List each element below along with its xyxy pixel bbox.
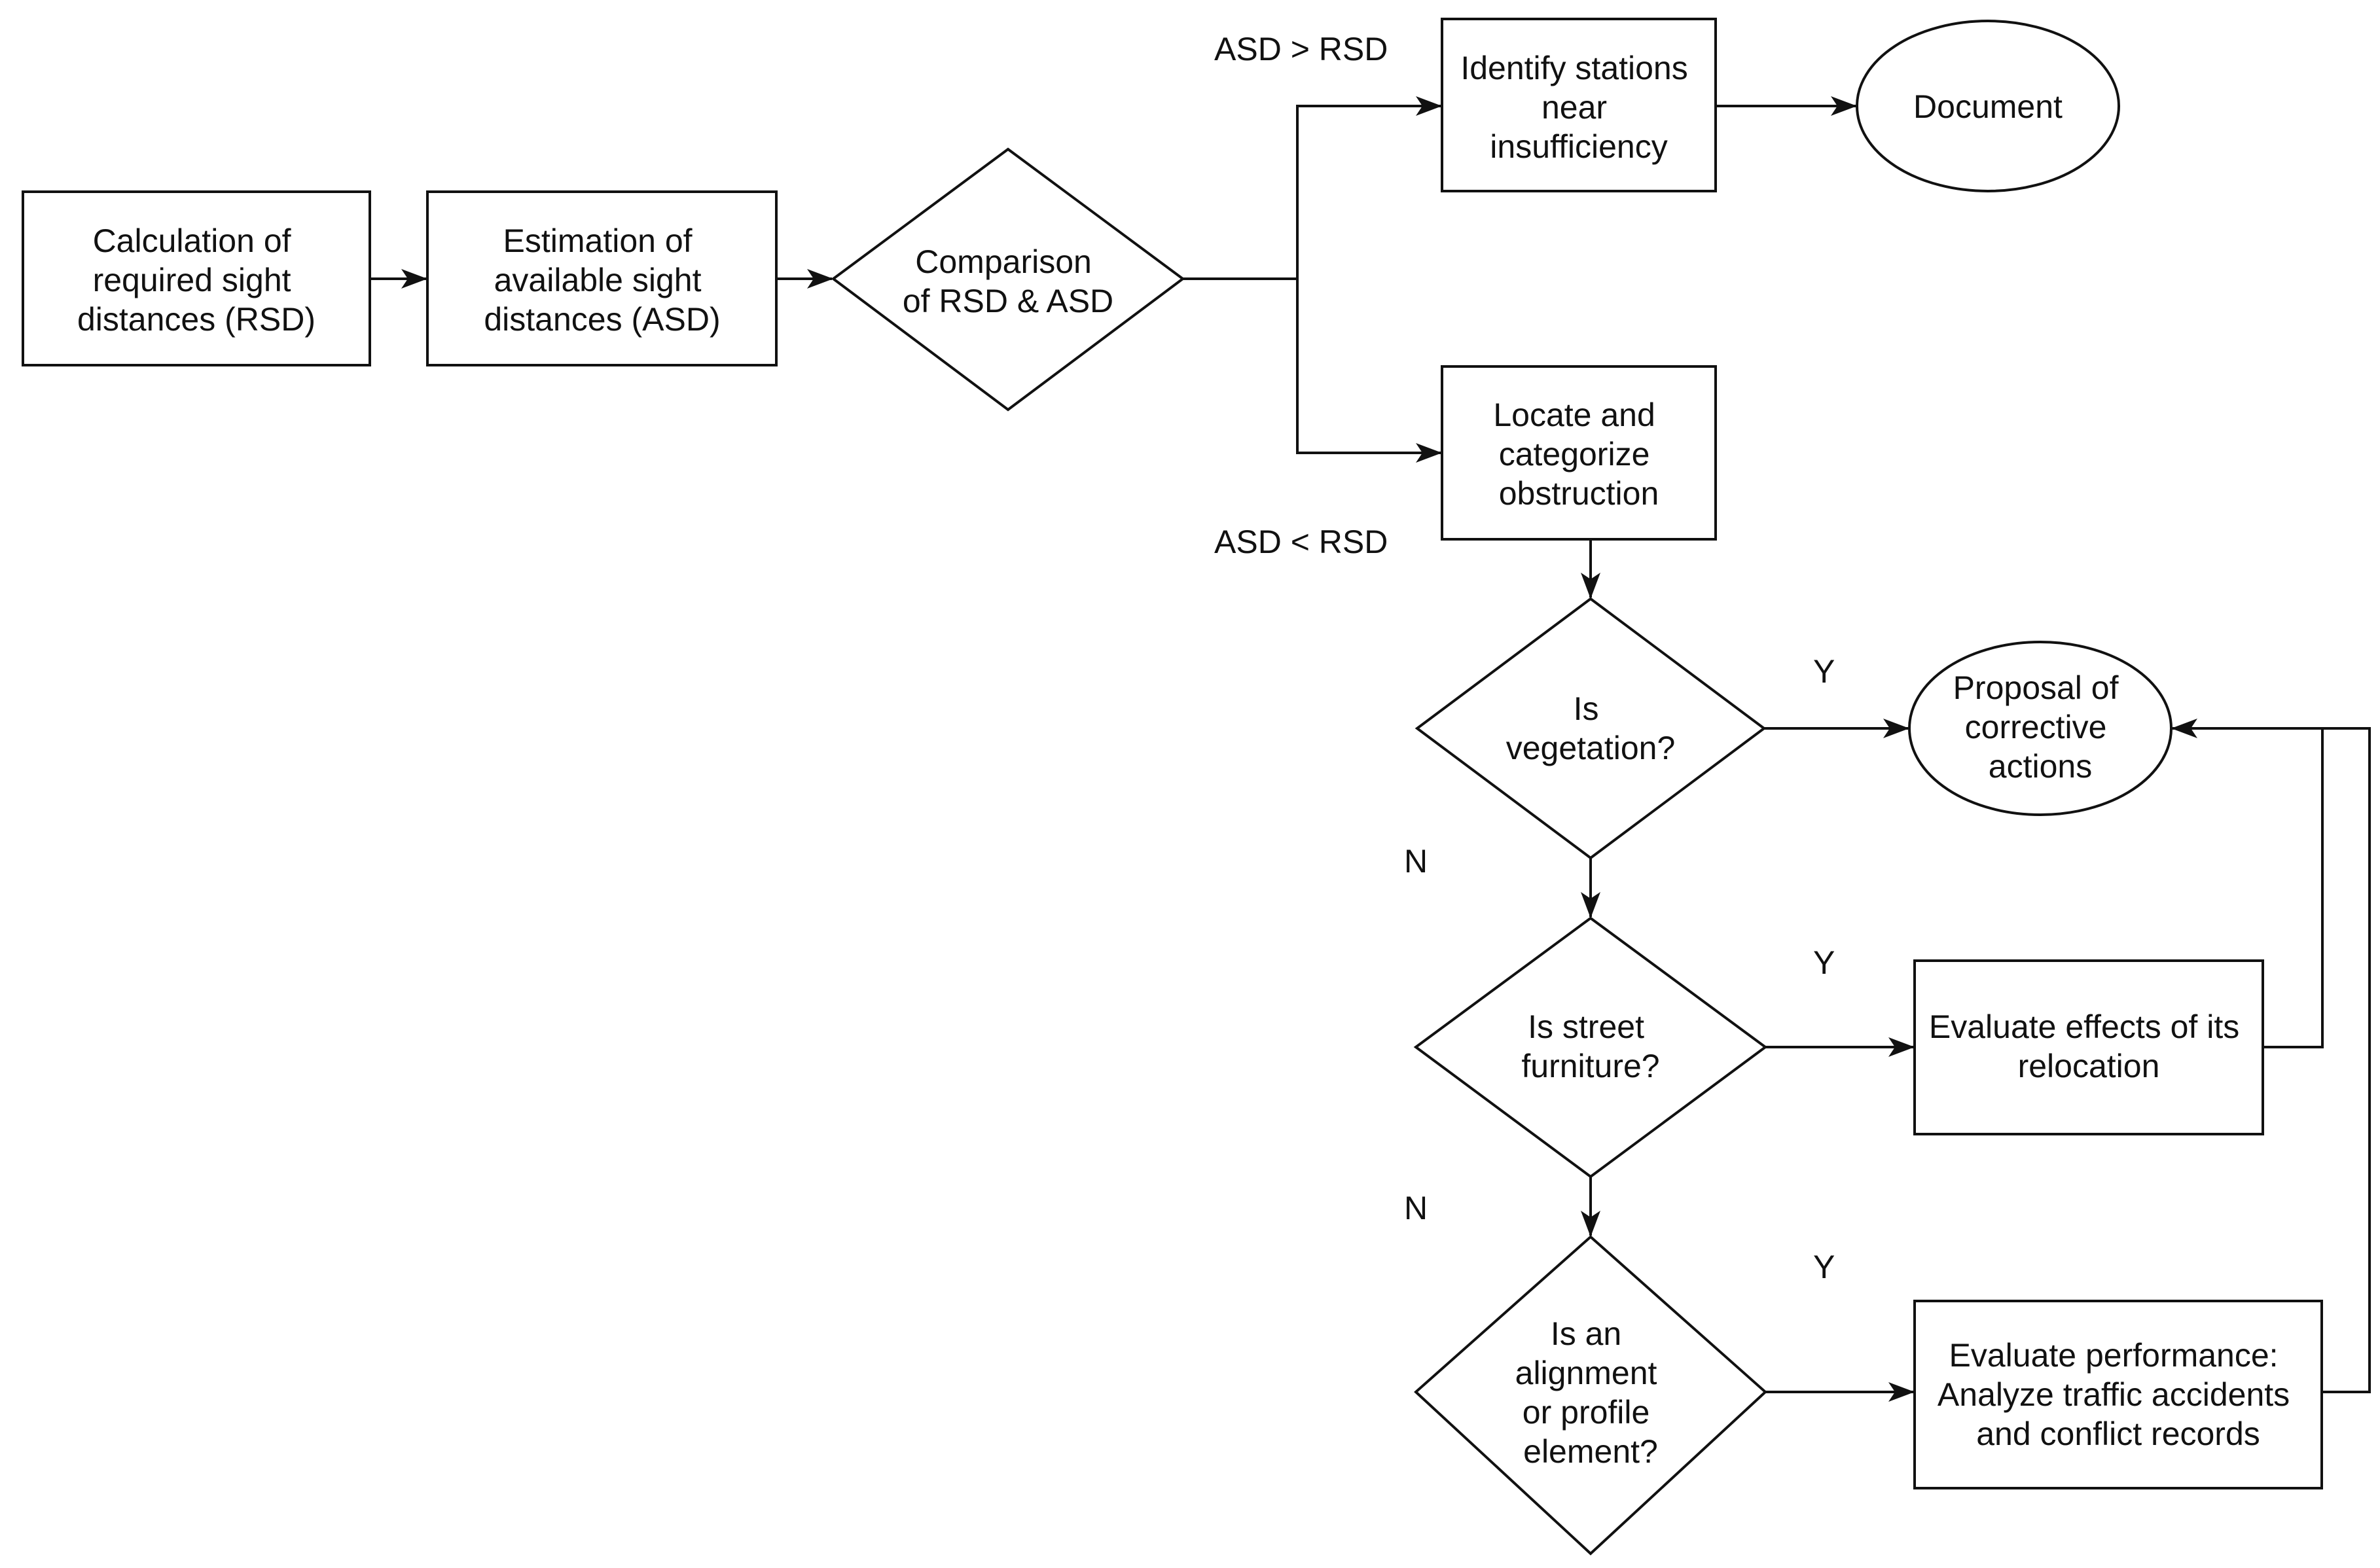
calc-rsd-label: Calculation of required sight distances … [77,223,316,338]
edge-label-furniture-no: N [1404,1190,1428,1226]
locate-obstruction-line-1: Locate and [1493,397,1655,433]
identify-stations-box [1441,18,1717,192]
calc-rsd-line-2: required sight [93,262,291,298]
document-ellipse [1856,20,2120,192]
is-vegetation-diamond [1415,597,1767,860]
identify-stations-line-1: Identify stations [1460,50,1687,86]
proposal-line-2: corrective [1965,709,2107,745]
edge-relocation-to-proposal [2263,728,2324,1048]
edge-label-vegetation-yes: Y [1813,653,1835,690]
is-street-furniture-line-2: furniture? [1521,1048,1659,1084]
est-asd-line-1: Estimation of [503,223,693,259]
evaluate-relocation-line-1: Evaluate effects of its [1929,1008,2239,1045]
is-alignment-diamond [1414,1235,1767,1556]
est-asd-box [426,190,778,366]
evaluate-relocation-line-2: relocation [2018,1048,2160,1084]
document-label: Document [1913,88,2063,125]
evaluate-performance-box [1913,1300,2323,1489]
edge-label-asd-lt-rsd: ASD < RSD [1214,524,1388,560]
identify-stations-line-2: near [1542,89,1607,126]
evaluate-performance-line-3: and conflict records [1976,1416,2260,1452]
edge-performance-to-proposal [2171,719,2371,1393]
est-asd-line-2: available sight [494,262,702,298]
edge-label-vegetation-no: N [1404,843,1428,880]
identify-stations-label: Identify stations near insufficiency [1460,50,1697,165]
document-line-1: Document [1913,88,2063,125]
calc-rsd-line-3: distances (RSD) [77,301,316,338]
is-alignment-line-1: Is an [1551,1315,1621,1352]
comparison-line-2: of RSD & ASD [903,283,1113,319]
identify-stations-line-3: insufficiency [1490,128,1667,165]
evaluate-relocation-box [1913,959,2264,1135]
comparison-diamond [831,147,1185,412]
is-alignment-label: Is an alignment or profile element? [1515,1315,1667,1470]
edge-label-alignment-yes: Y [1813,1249,1835,1285]
is-alignment-line-2: alignment [1515,1355,1657,1391]
calc-rsd-line-1: Calculation of [93,223,291,259]
evaluate-performance-line-1: Evaluate performance: [1949,1337,2279,1374]
locate-obstruction-line-2: categorize [1499,436,1650,472]
comparison-line-1: Comparison [915,243,1092,280]
proposal-label: Proposal of corrective actions [1953,669,2128,785]
calc-rsd-box [22,190,371,366]
is-street-furniture-line-1: Is street [1528,1008,1644,1045]
evaluate-performance-label: Evaluate performance: Analyze traffic ac… [1938,1337,2299,1452]
locate-obstruction-line-3: obstruction [1499,475,1659,512]
est-asd-label: Estimation of available sight distances … [484,223,720,338]
comparison-label: Comparison of RSD & ASD [903,243,1113,319]
edge-comparison-to-locate [1296,279,1442,463]
edge-comparison-to-identify [1183,96,1442,280]
is-vegetation-line-2: vegetation? [1506,730,1676,766]
evaluate-performance-line-2: Analyze traffic accidents [1938,1376,2290,1413]
est-asd-line-3: distances (ASD) [484,301,720,338]
is-alignment-line-4: element? [1523,1433,1658,1470]
locate-obstruction-label: Locate and categorize obstruction [1493,397,1664,512]
evaluate-relocation-label: Evaluate effects of its relocation [1929,1008,2248,1084]
is-street-furniture-label: Is street furniture? [1521,1008,1659,1084]
locate-obstruction-box [1441,365,1717,541]
edge-label-asd-gt-rsd: ASD > RSD [1214,31,1388,67]
is-vegetation-label: Is vegetation? [1506,690,1676,766]
edge-label-furniture-yes: Y [1813,944,1835,981]
is-vegetation-line-1: Is [1574,690,1599,727]
is-alignment-line-3: or profile [1523,1394,1650,1431]
proposal-line-3: actions [1989,748,2092,785]
proposal-line-1: Proposal of [1953,669,2119,706]
